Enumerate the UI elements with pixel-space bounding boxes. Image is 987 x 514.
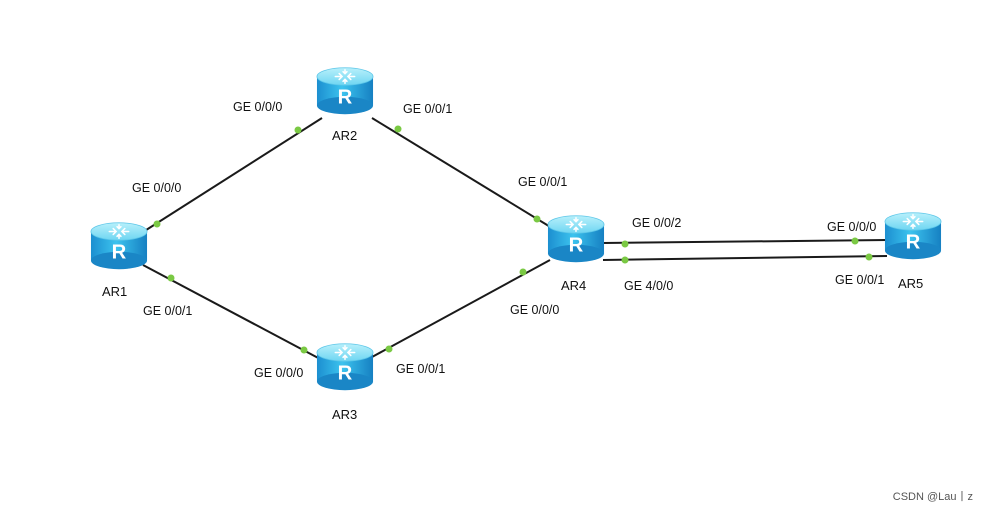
port-label-ar1-ge001: GE 0/0/1 xyxy=(143,304,193,318)
port-label-ar4-ge001: GE 0/0/1 xyxy=(518,175,568,189)
port-dot-ar5-ge001 xyxy=(865,253,873,261)
link-ar2-ar4 xyxy=(371,117,553,229)
router-name-ar5: AR5 xyxy=(898,276,924,291)
port-dot-ar1-ge001 xyxy=(167,274,175,282)
port-label-ar5-ge001: GE 0/0/1 xyxy=(835,273,885,287)
port-label-ar4-ge000: GE 0/0/0 xyxy=(510,303,560,317)
port-dot-ar5-ge000 xyxy=(851,237,859,245)
port-dot-ar4-ge400 xyxy=(621,256,629,264)
router-name-ar1: AR1 xyxy=(102,284,128,299)
port-label-ar1-ge000: GE 0/0/0 xyxy=(132,181,182,195)
router-icon-ar4[interactable] xyxy=(547,215,605,264)
port-label-ar3-ge000: GE 0/0/0 xyxy=(254,366,304,380)
port-dot-ar2-ge000 xyxy=(294,126,302,134)
port-label-ar5-ge000: GE 0/0/0 xyxy=(827,220,877,234)
link-ar4-ar5-upper xyxy=(602,239,888,244)
port-label-ar2-ge000: GE 0/0/0 xyxy=(233,100,283,114)
router-icon-ar2[interactable] xyxy=(316,67,374,115)
router-name-ar2: AR2 xyxy=(332,128,358,143)
port-dot-ar2-ge001 xyxy=(394,125,402,133)
port-label-ar4-ge002: GE 0/0/2 xyxy=(632,216,682,230)
router-icon-ar1[interactable] xyxy=(90,222,148,271)
port-dot-ar4-ge002 xyxy=(621,240,629,248)
port-label-ar3-ge001: GE 0/0/1 xyxy=(396,362,446,376)
port-dot-ar1-ge000 xyxy=(153,220,161,228)
router-icon-ar5[interactable] xyxy=(884,212,942,261)
port-dot-ar4-ge001 xyxy=(533,215,541,223)
watermark: CSDN @Lau丨z xyxy=(892,491,973,503)
link-ar4-ar5-lower xyxy=(602,255,888,261)
link-ar1-ar2 xyxy=(142,117,323,233)
port-dot-ar3-ge000 xyxy=(300,346,308,354)
router-name-ar4: AR4 xyxy=(561,278,587,293)
link-ar3-ar4 xyxy=(371,259,551,358)
router-name-ar3: AR3 xyxy=(332,407,358,422)
port-label-ar4-ge400: GE 4/0/0 xyxy=(624,279,674,293)
port-dot-ar3-ge001 xyxy=(385,345,393,353)
port-label-ar2-ge001: GE 0/0/1 xyxy=(403,102,453,116)
router-icon-ar3[interactable] xyxy=(316,342,374,392)
port-dot-ar4-ge000 xyxy=(519,268,527,276)
